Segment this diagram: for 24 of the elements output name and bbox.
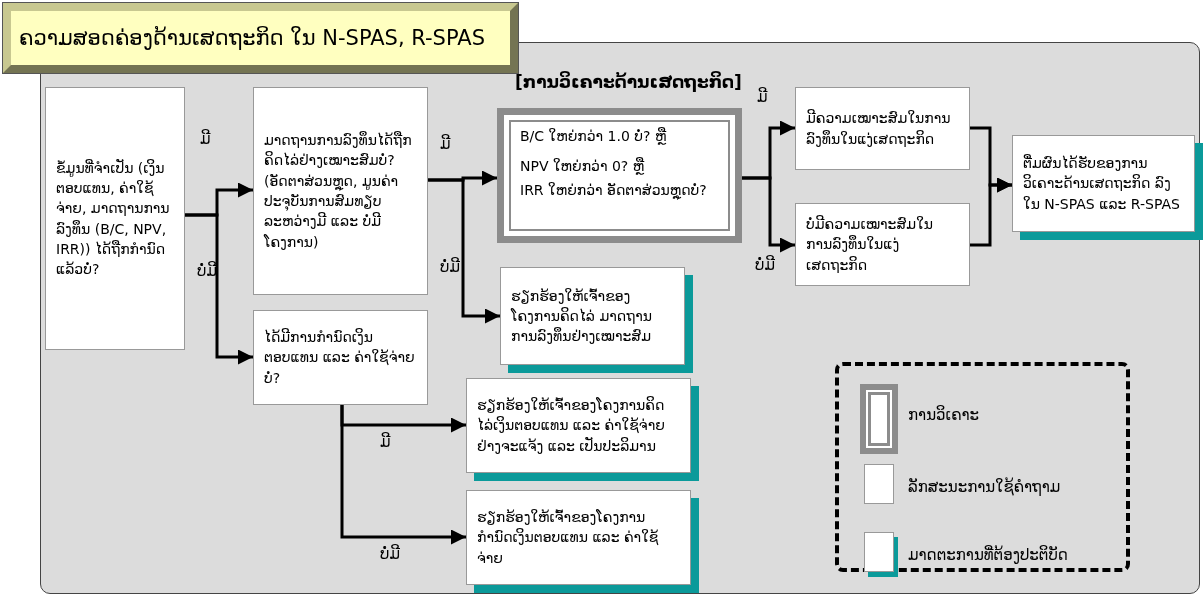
edge-label: ບໍ່ມີ — [755, 256, 775, 274]
question-box: ຂໍ້ມູນທີ່ຈຳເປັນ (ເງິນຕອບແທນ, ຄ່າໃຊ້ຈ່າຍ, ມາດຖານການລົງທຶນ (B/C, NPV, IRR)) ໄດ້ຖືກກຳນົດແລ້ວບໍ່? — [45, 87, 185, 350]
title-banner: ຄວາມສອດຄ່ອງດ້ານເສດຖະກິດ ໃນ N-SPAS, R-SPAS — [3, 3, 518, 73]
analysis-box: B/C ໃຫຍ່ກວ່າ 1.0 ບໍ່? ຫຼື NPV ໃຫຍ່ກວ່າ 0? ຫຼື IRR ໃຫຍ່ກວ່າ ອັດຕາສ່ວນຫຼຸດບໍ່? — [497, 108, 742, 243]
arrow — [428, 178, 500, 324]
edge-label: ບໍ່ມີ — [380, 545, 400, 563]
legend-label: ລັກສະນະການໃຊ້ຄຳຖາມ — [908, 478, 1061, 496]
section-heading: [ການວິເຄາະດ້ານເສດຖະກິດ] — [515, 72, 742, 92]
arrow — [970, 177, 1012, 247]
result-box: ບໍ່ມີຄວາມເໝາະສົມໃນການລົງທຶນໃນແງ່ເສດຖະກິດ — [795, 203, 970, 286]
edge-label: ມີ — [757, 88, 768, 106]
edge-label: ມີ — [380, 433, 391, 451]
edge-label: ມີ — [440, 135, 451, 153]
edge-label: ບໍ່ມີ — [197, 262, 217, 280]
question-box: ໄດ້ມີການກຳນົດເງິນຕອບແທນ ແລະ ຄ່າໃຊ້ຈ່າຍບໍ່? — [253, 310, 428, 405]
legend-label: ການວິເຄາະ — [908, 406, 980, 424]
legend-label: ມາດຕະການທີ່ຕ້ອງປະຕິບັດ — [908, 546, 1068, 564]
arrow — [340, 405, 466, 545]
edge-label: ບໍ່ມີ — [440, 258, 460, 276]
arrow — [742, 176, 795, 253]
arrow — [185, 213, 253, 365]
result-box: ມີຄວາມເໝາະສົມໃນການລົງທຶນໃນແງ່ເສດຖະກິດ — [795, 87, 970, 170]
question-box: ມາດຖານການລົງທຶນໄດ້ຖືກຄິດໄລ່ຢ່າງເໝາະສົມບໍ່? (ອັດຕາສ່ວນຫຼຸດ, ມູນຄ່າປະຈຸບັນການສົມທຽບລະຫວ່າງມີ ແລະ ບໍ່ມີໂຄງການ) — [253, 87, 428, 295]
edge-label: ມີ — [200, 130, 211, 148]
